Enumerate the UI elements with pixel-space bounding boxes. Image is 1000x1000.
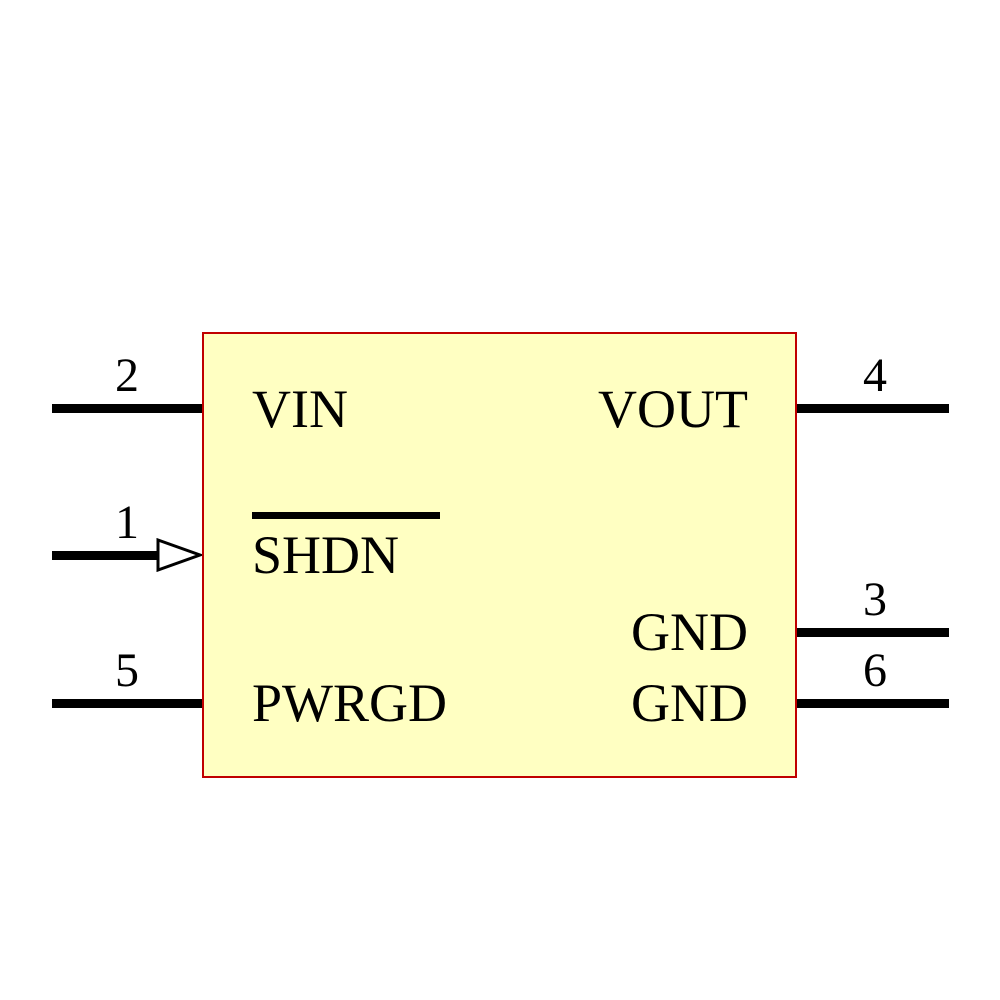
pin-label-gnd-a: GND (631, 602, 748, 662)
pin-wire-gnd-a[interactable] (797, 628, 949, 637)
pin-wire-vout[interactable] (797, 404, 949, 413)
ic-body[interactable] (202, 332, 797, 778)
pin-number-gnd-b: 6 (863, 644, 887, 697)
active-low-input-triangle-icon (156, 538, 202, 572)
pin-label-vout: VOUT (598, 379, 748, 439)
pin-wire-vin[interactable] (52, 404, 202, 413)
pin-number-vin: 2 (115, 349, 139, 402)
pin-label-shdn: SHDN (252, 525, 400, 585)
pin-label-vin: VIN (252, 379, 348, 439)
pin-number-shdn: 1 (115, 496, 139, 549)
pin-number-vout: 4 (863, 349, 887, 402)
pin-label-gnd-b: GND (631, 673, 748, 733)
shdn-overline-bar (252, 512, 440, 519)
pin-number-pwrgd: 5 (115, 644, 139, 697)
pin-label-pwrgd: PWRGD (252, 673, 448, 733)
pin-number-gnd-a: 3 (863, 573, 887, 626)
pin-wire-gnd-b[interactable] (797, 699, 949, 708)
pin-wire-pwrgd[interactable] (52, 699, 202, 708)
pin-wire-shdn[interactable] (52, 551, 160, 560)
